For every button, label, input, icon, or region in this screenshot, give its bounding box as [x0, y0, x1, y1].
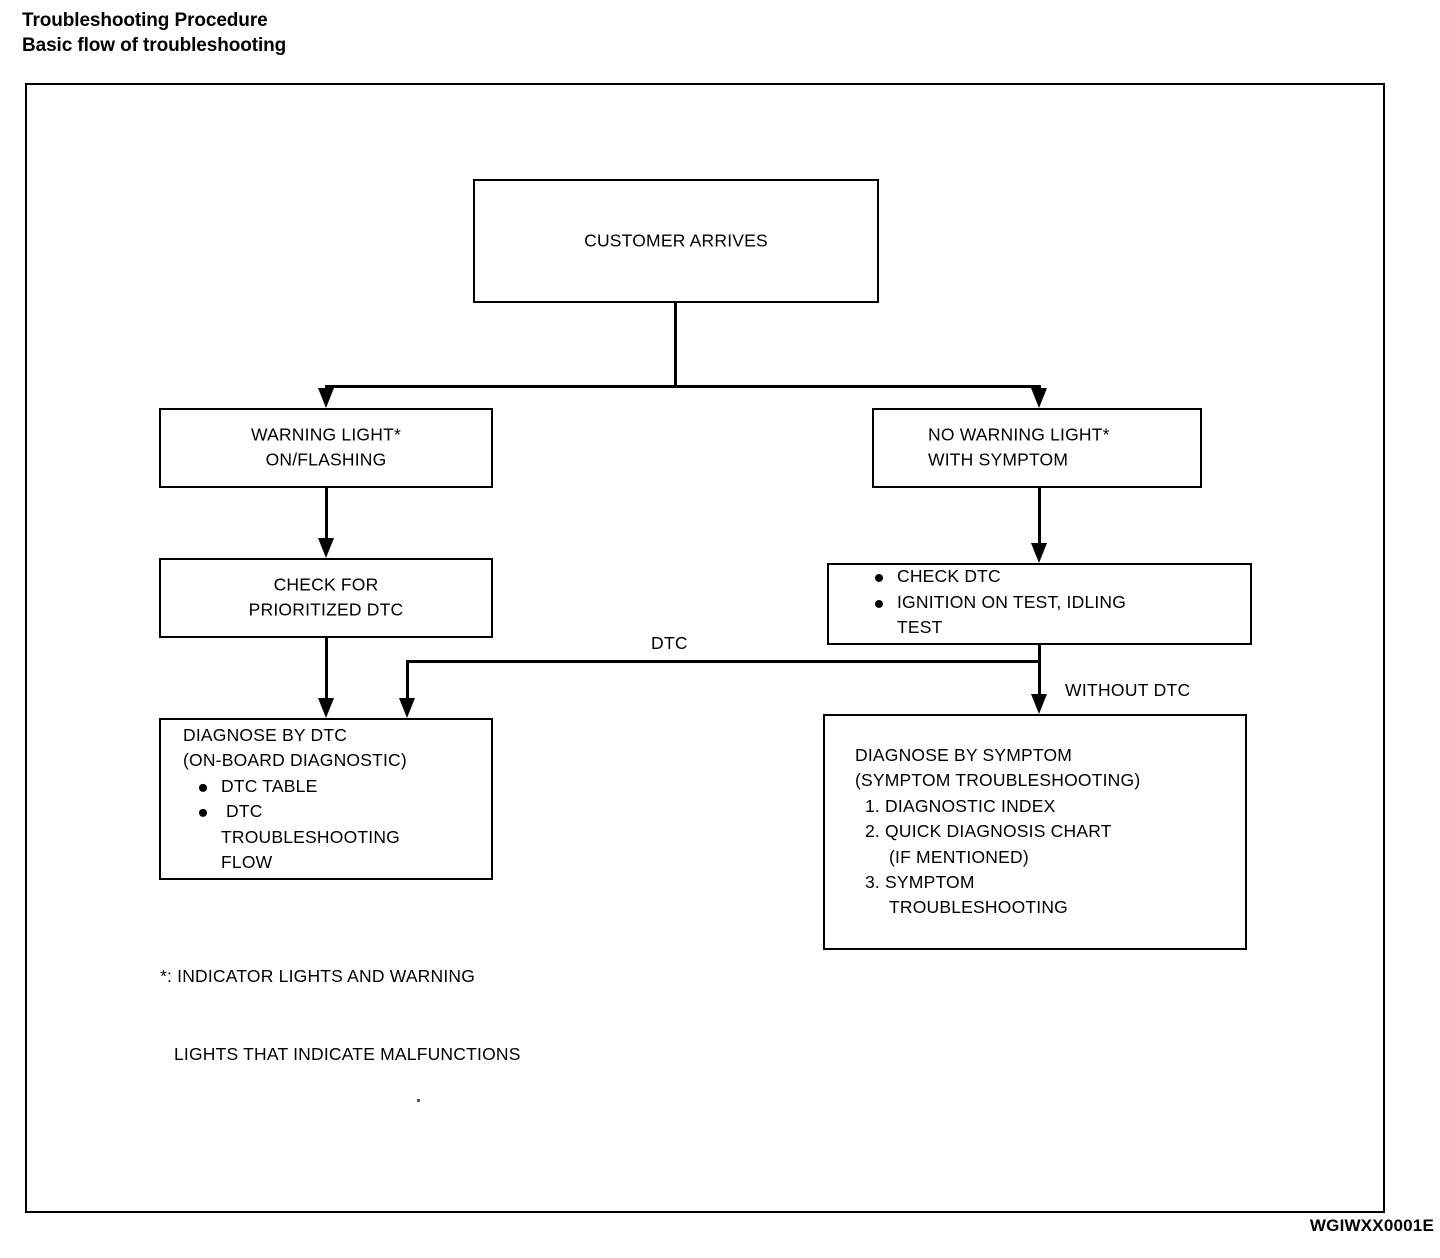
node-diagnose-by-dtc-bullet-1: DTC TABLE: [183, 774, 491, 799]
node-check-prioritized-dtc: CHECK FOR PRIORITIZED DTC: [159, 558, 493, 638]
connector-without-dtc-drop: [1038, 660, 1041, 694]
connector-warning-light-to-check-prioritized: [325, 488, 328, 538]
node-diagnose-by-dtc-line-1: DIAGNOSE BY DTC: [183, 724, 348, 745]
node-diagnose-by-dtc-line-2: (ON-BOARD DIAGNOSTIC): [183, 750, 407, 771]
node-diagnose-by-symptom-line-1: DIAGNOSE BY SYMPTOM: [855, 745, 1073, 766]
node-no-warning-light-line-2: WITH SYMPTOM: [928, 450, 1069, 470]
connector-no-warning-light-to-check-dtc: [1038, 488, 1041, 543]
node-diagnose-by-symptom-item-3: 3. SYMPTOM: [865, 872, 975, 893]
page-title-line-1: Troubleshooting Procedure: [22, 10, 268, 31]
node-no-warning-light-line-1: NO WARNING LIGHT*: [928, 424, 1110, 445]
node-diagnose-by-symptom: DIAGNOSE BY SYMPTOM (SYMPTOM TROUBLESHOO…: [823, 714, 1247, 950]
arrowhead-to-check-dtc: [1031, 543, 1047, 563]
connector-check-dtc-stem: [1038, 645, 1041, 662]
node-diagnose-by-symptom-line-2: (SYMPTOM TROUBLESHOOTING): [855, 770, 1141, 791]
node-diagnose-by-symptom-item-2: 2. QUICK DIAGNOSIS CHART: [865, 821, 1112, 842]
footnote-line-2: LIGHTS THAT INDICATE MALFUNCTIONS: [174, 1044, 521, 1065]
arrowhead-to-check-prioritized: [318, 538, 334, 558]
node-diagnose-by-dtc-bullet-2-cont-1: TROUBLESHOOTING: [221, 826, 400, 847]
node-check-dtc-bullet-2-cont: TEST: [897, 617, 943, 638]
node-check-dtc-bullet-2: IGNITION ON TEST, IDLING: [859, 590, 1250, 615]
edge-label-without-dtc: WITHOUT DTC: [1065, 680, 1191, 700]
node-customer-arrives-label: CUSTOMER ARRIVES: [584, 230, 768, 251]
node-check-prioritized-dtc-line-2: PRIORITIZED DTC: [248, 600, 404, 620]
diagram-frame: [25, 83, 1385, 1213]
node-no-warning-light: NO WARNING LIGHT* WITH SYMPTOM: [872, 408, 1202, 488]
node-diagnose-by-symptom-item-3-cont: TROUBLESHOOTING: [889, 897, 1068, 918]
scan-artifact: [417, 1099, 420, 1102]
node-diagnose-by-dtc-bullet-2: DTC: [183, 799, 491, 824]
arrowhead-to-diagnose-dtc-right: [399, 698, 415, 718]
arrowhead-to-no-warning-light: [1031, 388, 1047, 408]
node-warning-light-line-2: ON/FLASHING: [265, 450, 387, 470]
page-title-line-2: Basic flow of troubleshooting: [22, 35, 287, 57]
arrowhead-to-warning-light: [318, 388, 334, 408]
edge-label-dtc: DTC: [651, 633, 688, 653]
node-check-prioritized-dtc-line-1: CHECK FOR: [273, 574, 379, 595]
node-warning-light: WARNING LIGHT* ON/FLASHING: [159, 408, 493, 488]
connector-dtc-horizontal: [406, 660, 1041, 663]
node-diagnose-by-dtc-bullet-2-cont-2: FLOW: [221, 851, 273, 872]
document-reference-code: WGIWXX0001E: [1309, 1216, 1434, 1235]
connector-customer-arrives-stem: [674, 303, 677, 387]
footnote-line-1: *: INDICATOR LIGHTS AND WARNING: [160, 965, 476, 986]
node-warning-light-line-1: WARNING LIGHT*: [251, 424, 401, 445]
node-check-dtc-bullet-1: CHECK DTC: [859, 564, 1250, 589]
connector-split-bus: [325, 385, 1040, 388]
connector-check-prioritized-to-diagnose-dtc: [325, 638, 328, 698]
footnote: *: INDICATOR LIGHTS AND WARNING LIGHTS T…: [160, 910, 521, 1094]
node-check-dtc: CHECK DTC IGNITION ON TEST, IDLING TEST: [827, 563, 1252, 645]
node-diagnose-by-dtc: DIAGNOSE BY DTC (ON-BOARD DIAGNOSTIC) DT…: [159, 718, 493, 880]
connector-dtc-drop-to-diagnose-dtc: [406, 660, 409, 698]
node-diagnose-by-symptom-item-1: 1. DIAGNOSTIC INDEX: [865, 795, 1056, 816]
arrowhead-to-diagnose-symptom: [1031, 694, 1047, 714]
arrowhead-to-diagnose-dtc-left: [318, 698, 334, 718]
node-diagnose-by-symptom-item-2-cont: (IF MENTIONED): [889, 846, 1029, 867]
page-title: Troubleshooting Procedure Basic flow of …: [22, 8, 286, 58]
node-customer-arrives: CUSTOMER ARRIVES: [473, 179, 879, 303]
